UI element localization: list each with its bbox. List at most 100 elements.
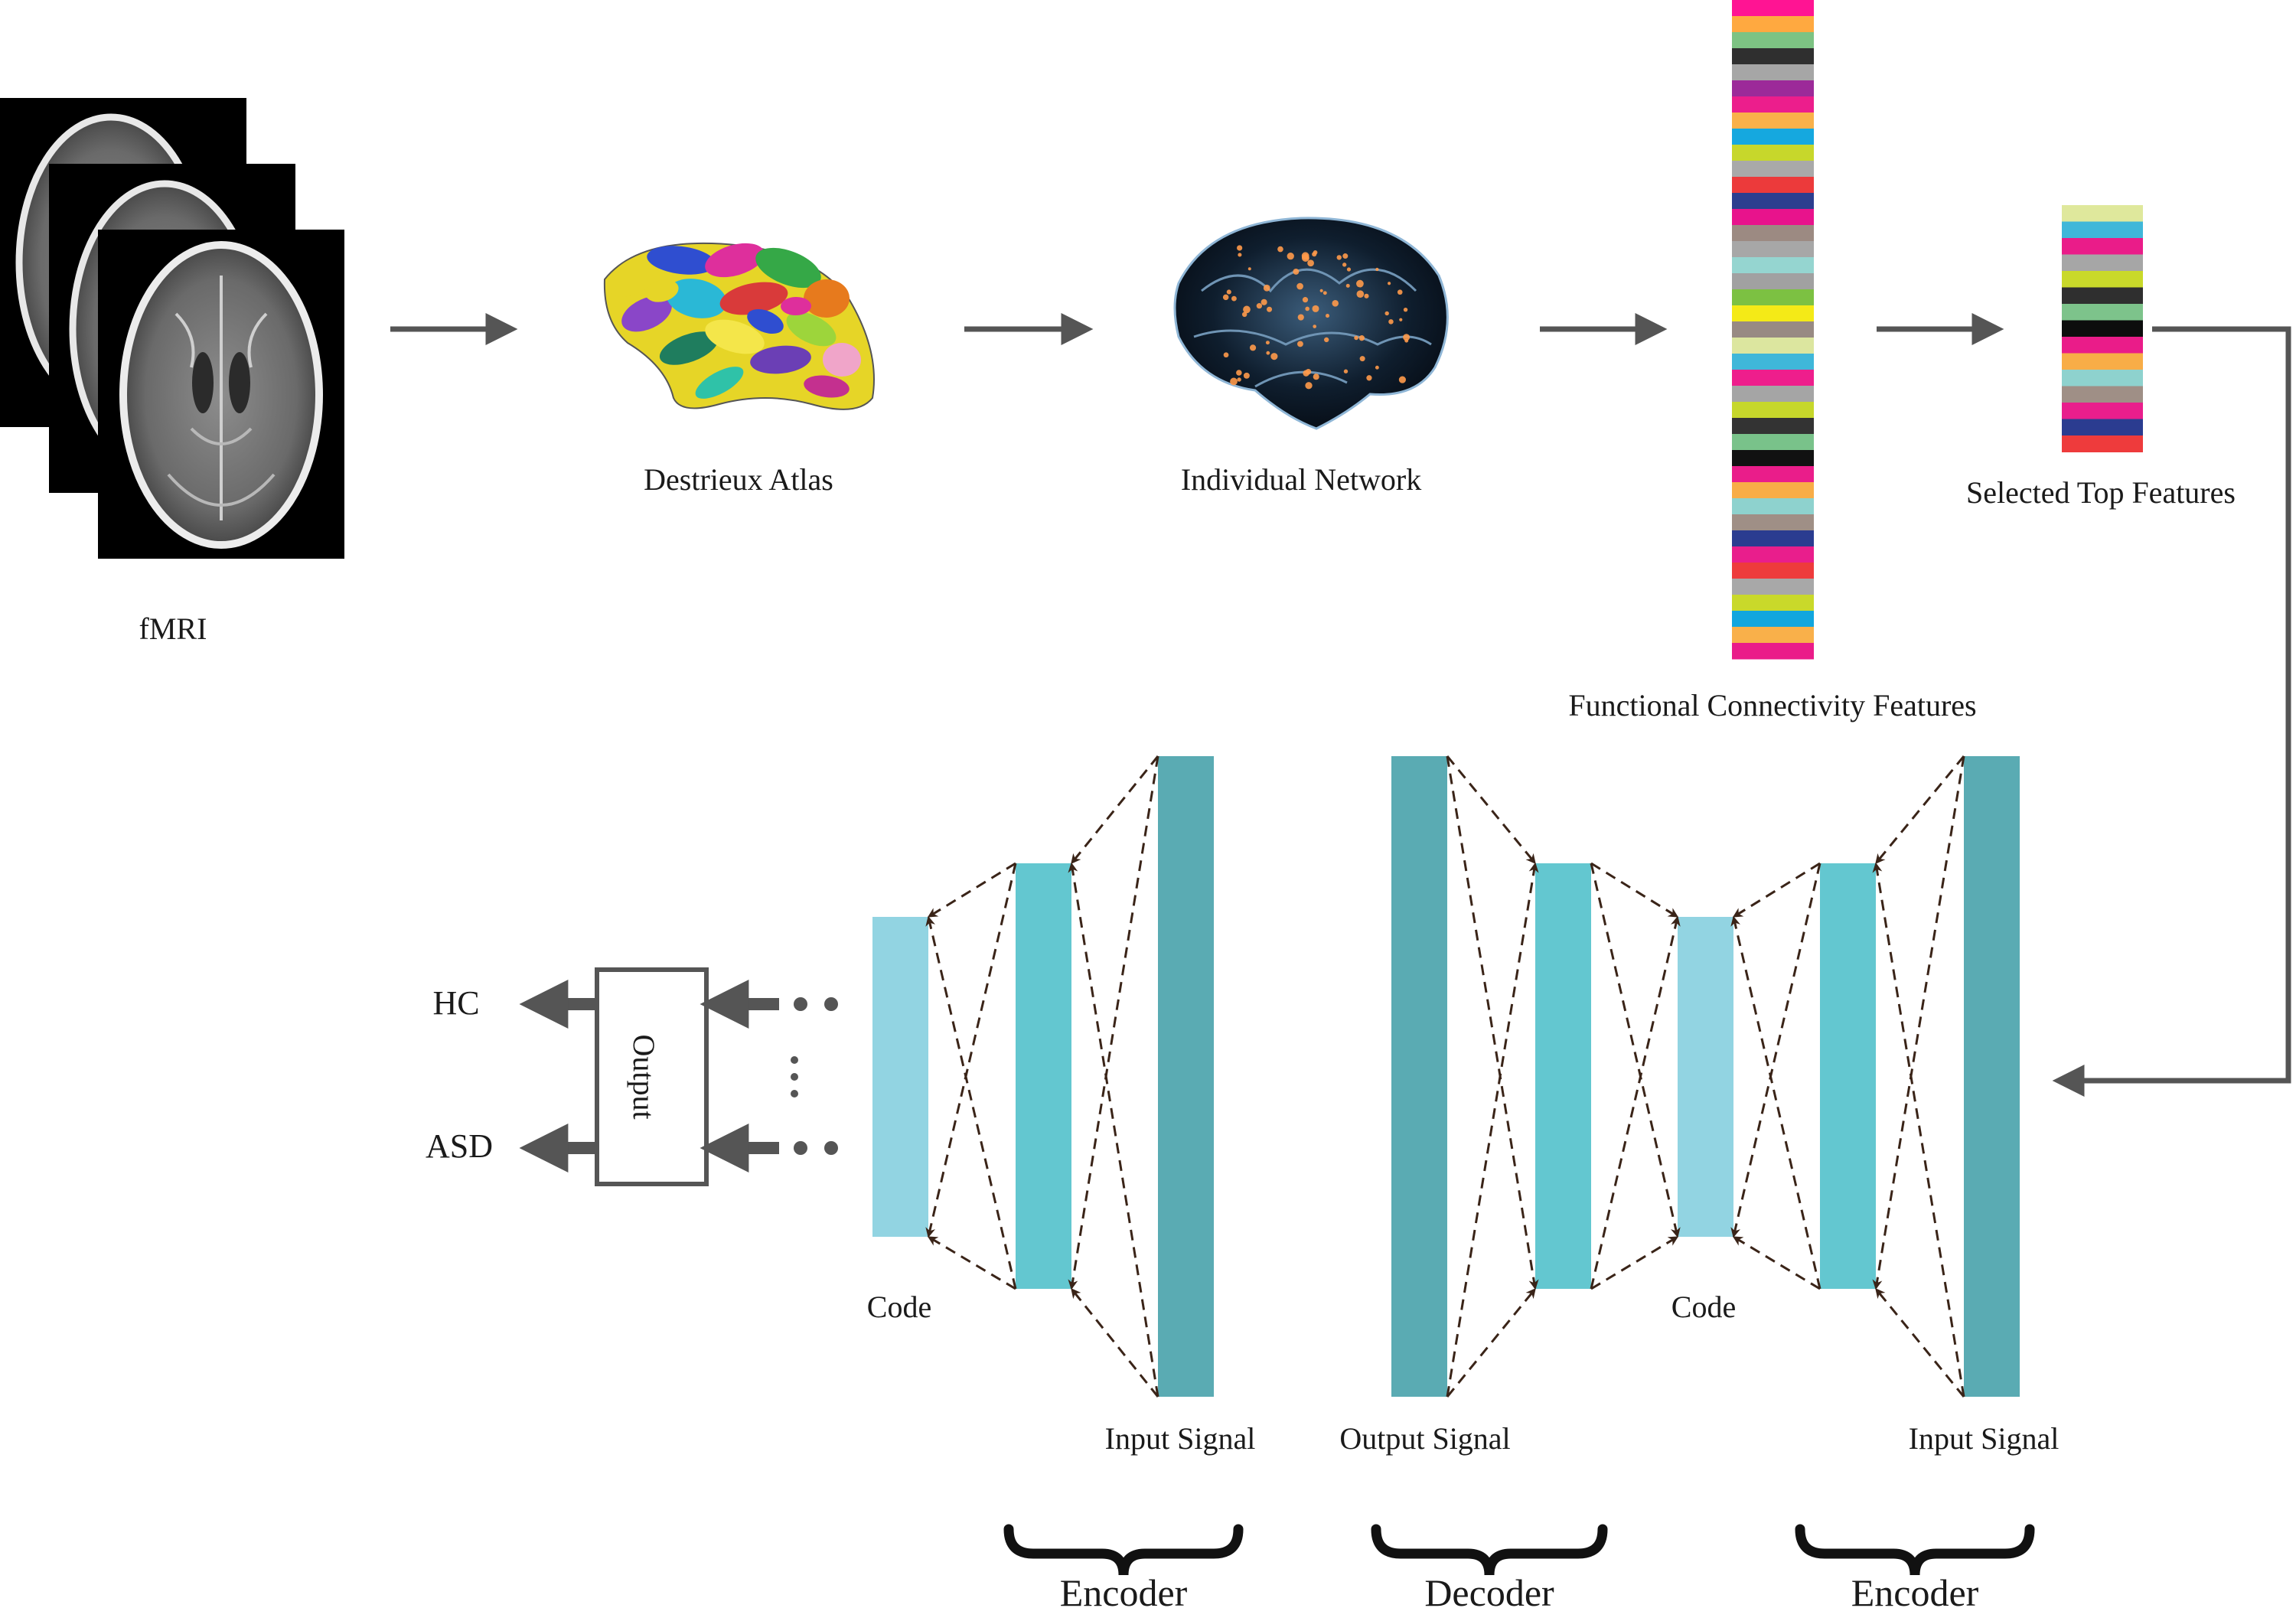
output-box-label: Output — [627, 1034, 661, 1119]
network-node — [1223, 352, 1229, 358]
network-node — [1277, 246, 1283, 253]
fc-feature-stripe — [1732, 595, 1814, 612]
brace-decoder — [1371, 1524, 1608, 1576]
fc-feature-stripe — [1732, 96, 1814, 113]
network-node — [1356, 279, 1364, 288]
network-node — [1343, 369, 1349, 373]
fc-feature-stripe — [1732, 80, 1814, 97]
network-node — [1403, 334, 1411, 341]
dashed-connection — [1730, 863, 1821, 1238]
dashed-connection — [1590, 915, 1681, 1290]
network-node — [1366, 375, 1372, 381]
individual-network-image — [1173, 217, 1449, 430]
network-node — [1265, 341, 1270, 345]
network-node — [1230, 377, 1238, 386]
network-node — [1324, 337, 1329, 343]
input-signal-label-right: Input Signal — [1909, 1421, 2060, 1456]
fc-features-label: Functional Connectivity Features — [1568, 688, 1976, 722]
dashed-connection — [1446, 1287, 1537, 1398]
network-node — [1342, 253, 1349, 259]
fc-feature-stripe — [1732, 563, 1814, 579]
network-node — [1287, 253, 1294, 260]
dashed-connection — [1446, 755, 1539, 1290]
dashed-connection — [927, 862, 1016, 918]
layer-input-left — [1158, 756, 1214, 1397]
autoencoder-layers — [872, 756, 2020, 1397]
network-node — [1404, 338, 1409, 343]
code-label-left: Code — [867, 1290, 931, 1324]
atlas-region — [719, 282, 788, 315]
fc-feature-stripe — [1732, 402, 1814, 419]
top-feature-stripe — [2062, 370, 2143, 386]
fc-feature-stripe — [1732, 225, 1814, 242]
network-label: Individual Network — [1181, 462, 1421, 497]
atlas-label: Destrieux Atlas — [644, 462, 833, 497]
layer-hidden-left — [1016, 863, 1071, 1289]
top-feature-stripe — [2062, 254, 2143, 272]
network-node — [1303, 370, 1309, 377]
network-node — [1359, 356, 1365, 362]
output-box — [595, 967, 709, 1186]
encoder-label-left: Encoder — [1060, 1571, 1188, 1614]
brace-encoder-right — [1795, 1524, 2035, 1576]
network-node — [1305, 306, 1309, 311]
fc-feature-stripe — [1732, 209, 1814, 226]
dashed-connection — [1872, 755, 1965, 1290]
destrieux-atlas-image — [603, 242, 875, 410]
network-node — [1364, 293, 1369, 298]
network-node — [1332, 300, 1339, 307]
network-node — [1403, 307, 1408, 312]
fc-feature-stripe — [1732, 305, 1814, 322]
network-node — [1241, 311, 1247, 318]
fc-feature-stripe — [1732, 257, 1814, 274]
layer-code-left — [872, 917, 928, 1237]
network-node — [1237, 377, 1241, 382]
fc-feature-stripe — [1732, 161, 1814, 178]
network-node — [1301, 252, 1309, 260]
dashed-connection — [1590, 863, 1681, 1238]
fc-feature-stripe — [1732, 579, 1814, 595]
fc-feature-stripe — [1732, 48, 1814, 65]
output-signal-label: Output Signal — [1339, 1421, 1510, 1456]
network-node — [1312, 305, 1319, 312]
network-node — [1346, 267, 1352, 272]
dashed-connection — [1874, 1287, 1965, 1398]
network-node — [1307, 259, 1314, 267]
fc-feature-stripe — [1732, 418, 1814, 435]
fc-feature-stripe — [1732, 16, 1814, 33]
layer-hidden-decoder — [1535, 863, 1591, 1289]
network-node — [1305, 382, 1313, 390]
layer-code-right — [1678, 917, 1733, 1237]
layer-output-decoder — [1391, 756, 1447, 1397]
fc-feature-stripe — [1732, 338, 1814, 354]
code-label-right: Code — [1671, 1290, 1736, 1324]
fc-feature-stripe — [1732, 643, 1814, 660]
top-feature-stripe — [2062, 287, 2143, 305]
network-node — [1249, 344, 1257, 351]
fc-feature-stripe — [1732, 530, 1814, 547]
top-features-column — [2062, 205, 2143, 452]
fc-feature-stripe — [1732, 241, 1814, 258]
network-node — [1358, 334, 1365, 341]
network-node — [1322, 291, 1327, 295]
network-node — [1325, 314, 1330, 318]
fc-feature-stripe — [1732, 514, 1814, 531]
top-feature-stripe — [2062, 353, 2143, 370]
top-feature-stripe — [2062, 271, 2143, 288]
atlas-region — [621, 295, 672, 332]
atlas-region — [659, 331, 719, 365]
dashed-connection — [1068, 862, 1159, 1398]
dashed-connection — [1446, 862, 1539, 1398]
fc-features-column — [1732, 0, 1814, 660]
top-feature-stripe — [2062, 419, 2143, 436]
atlas-region — [647, 246, 716, 275]
network-node — [1375, 267, 1379, 272]
dashed-connection — [1070, 755, 1159, 865]
network-node — [1398, 376, 1406, 383]
network-node — [1356, 290, 1365, 298]
atlas-region — [823, 342, 861, 377]
network-node — [1270, 353, 1278, 360]
layer-hidden-right — [1820, 863, 1876, 1289]
network-node — [1384, 311, 1389, 316]
